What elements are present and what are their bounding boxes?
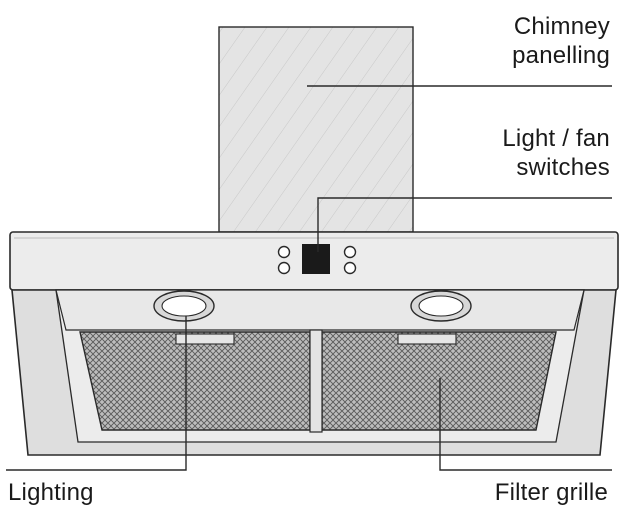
label-light-fan-switches: Light / fan switches: [502, 124, 610, 182]
light-fan-switches: [277, 244, 357, 275]
label-switches-line2: switches: [516, 154, 610, 181]
label-filter-grille: Filter grille: [494, 479, 608, 506]
label-chimney-line2: panelling: [512, 42, 610, 69]
switch-button-left-bottom: [277, 261, 291, 275]
leader-lighting: [6, 316, 187, 471]
label-switches-line1: Light / fan: [502, 125, 610, 152]
filter-handle-left: [175, 333, 235, 345]
filter-grille-left: [79, 331, 311, 431]
filter-grille-right: [321, 331, 557, 431]
lighting: [153, 290, 472, 322]
leader-filter: [439, 378, 612, 471]
switch-display: [302, 244, 330, 274]
chimney-panelling: [218, 26, 414, 233]
label-lighting: Lighting: [8, 479, 94, 506]
filter-handle-right: [397, 333, 457, 345]
switch-button-left-top: [277, 245, 291, 259]
switch-button-right-top: [343, 245, 357, 259]
leader-lines: [6, 85, 612, 471]
leader-switches: [317, 197, 612, 252]
label-chimney-line1: Chimney: [513, 13, 610, 40]
filter-grilles: [79, 329, 557, 433]
label-chimney-panelling: Chimney panelling: [512, 12, 610, 70]
switch-button-right-bottom: [343, 261, 357, 275]
